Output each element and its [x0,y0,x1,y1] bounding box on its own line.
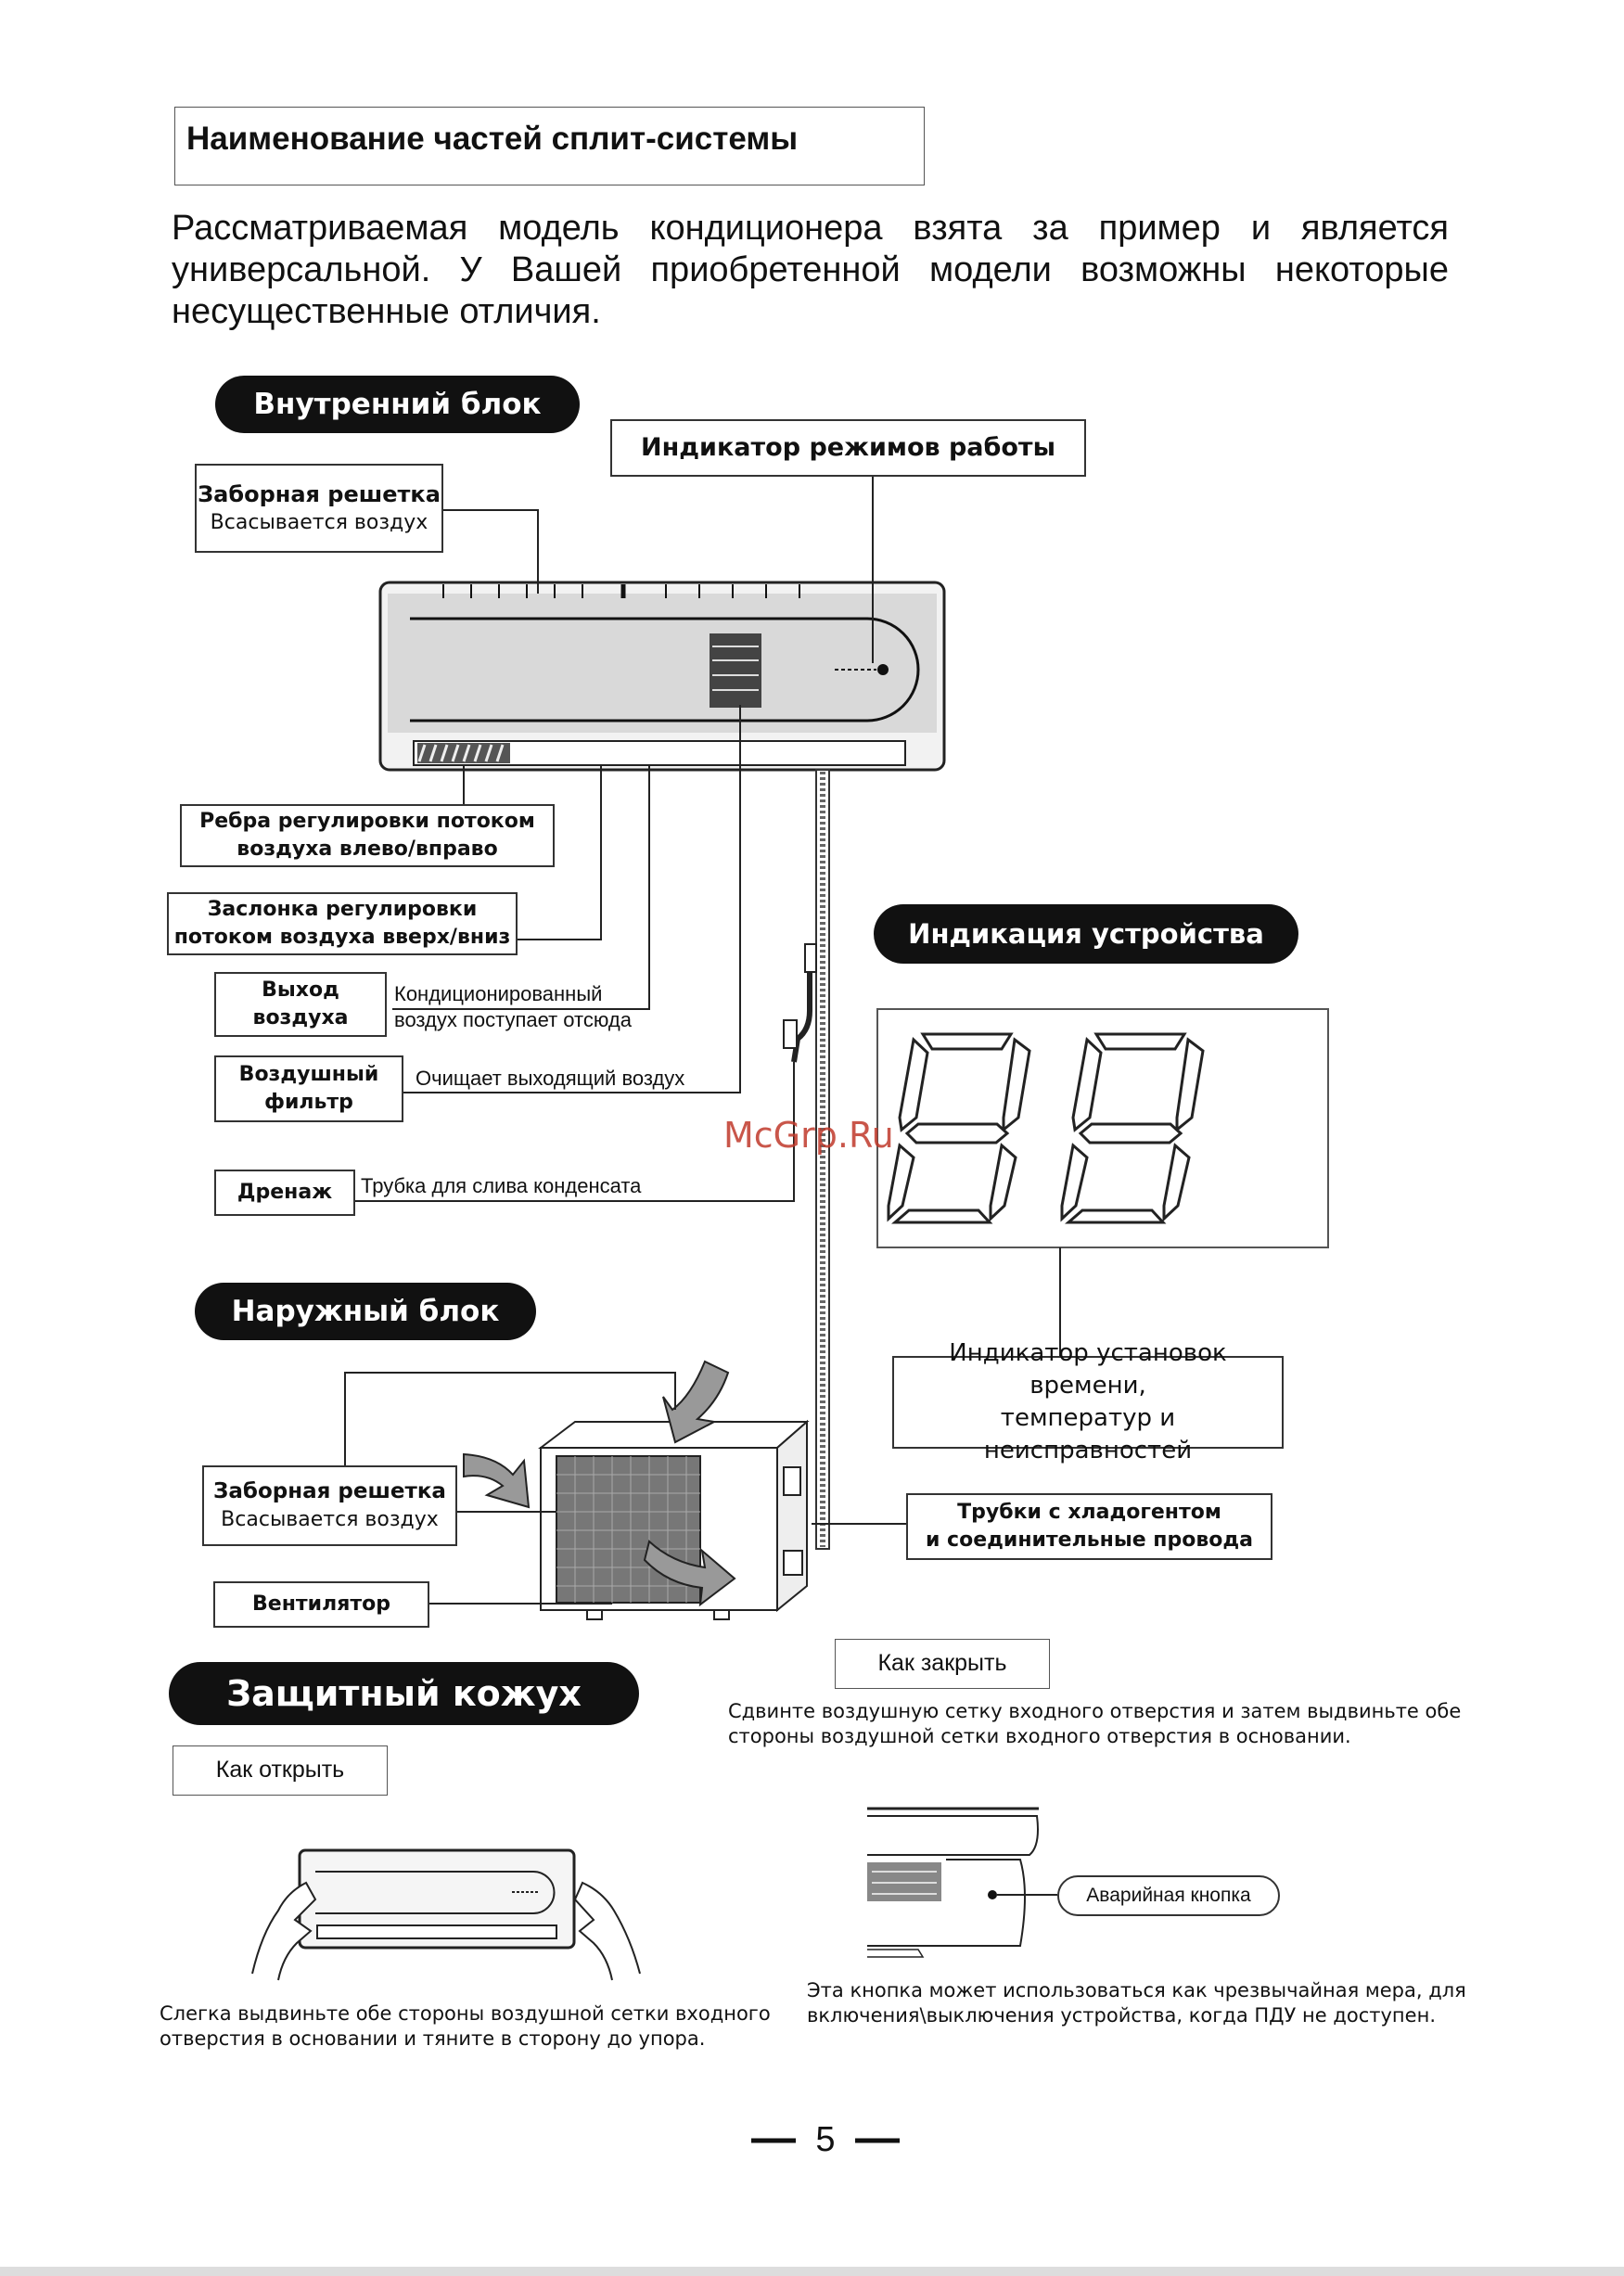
louvers-label: Ребра регулировки потоком воздуха влево/… [180,804,555,867]
outdoor-intake-grille-label: Заборная решетка Всасывается воздух [202,1465,457,1546]
emergency-instructions: Эта кнопка может использоваться как чрез… [807,1978,1466,2028]
bottom-rule [0,2267,1624,2276]
open-cover-drawing [251,1848,641,1981]
indoor-unit-drawing [378,581,946,772]
flap-label: Заслонка регулировки потоком воздуха вве… [167,892,518,955]
open-instructions: Слегка выдвиньте обе стороны воздушной с… [160,2001,771,2052]
emergency-instructions-line2: включения\выключения устройства, когда П… [807,2004,1436,2027]
emergency-button-drawing [867,1807,1057,1958]
indoor-section-title: Внутренний блок [215,376,580,433]
air-outlet-desc-line1: Кондиционированный [394,982,603,1005]
drain-label: Дренаж [214,1170,355,1216]
page-title: Наименование частей сплит-системы [186,121,799,157]
outdoor-unit-drawing [463,1360,810,1620]
air-outlet-desc: Кондиционированный воздух поступает отсю… [394,981,632,1033]
page-number: 5 [815,2120,836,2159]
segment-display-drawing [876,1008,1329,1356]
open-instructions-line2: отверстия в основании и тяните в сторону… [160,2027,706,2050]
pipes-wires-label: Трубки с хладогентом и соединительные пр… [906,1493,1272,1560]
emergency-instructions-line1: Эта кнопка может использоваться как чрез… [807,1979,1466,2001]
refrigerant-pipe-drawing [783,769,830,1550]
fan-text: Вентилятор [252,1592,390,1617]
mode-indicator-label: Индикатор режимов работы [610,419,1086,477]
how-to-close-label: Как закрыть [835,1639,1050,1689]
page-title-box [174,107,925,185]
drain-desc: Трубка для слива конденсата [361,1174,642,1197]
louvers-line2: воздуха влево/вправо [237,838,498,861]
cover-section-title: Защитный кожух [169,1662,639,1725]
louvers-line1: Ребра регулировки потоком [199,810,535,834]
air-filter-desc: Очищает выходящий воздух [416,1067,685,1090]
open-instructions-line1: Слегка выдвиньте обе стороны воздушной с… [160,2002,771,2025]
close-instructions-line1: Сдвинте воздушную сетку входного отверст… [728,1700,1462,1722]
outdoor-intake-grille-desc: Всасывается воздух [221,1508,439,1532]
intro-paragraph: Рассматриваемая модель кондиционера взят… [172,209,1449,331]
pipes-line2: и соединительные провода [925,1528,1254,1552]
how-to-open-label: Как открыть [173,1745,388,1796]
outdoor-section-title: Наружный блок [195,1283,536,1340]
emergency-button-label: Аварийная кнопка [1057,1875,1280,1916]
close-instructions-line2: стороны воздушной сетки входного отверст… [728,1725,1351,1747]
how-to-close-text: Как закрыть [877,1650,1007,1677]
indoor-intake-grille-desc: Всасывается воздух [210,511,428,535]
air-filter-line2: фильтр [264,1091,353,1114]
air-filter-label: Воздушный фильтр [214,1055,403,1122]
indicator-line2: температур и неисправностей [983,1404,1193,1465]
flap-line1: Заслонка регулировки [207,898,478,922]
air-outlet-label: Выход воздуха [214,972,387,1037]
air-outlet-line2: воздуха [252,1006,349,1029]
how-to-open-text: Как открыть [215,1757,345,1784]
fan-label: Вентилятор [213,1581,429,1628]
pipes-line1: Трубки с хладогентом [957,1501,1221,1525]
air-outlet-desc-line2: воздух поступает отсюда [394,1008,632,1031]
indoor-intake-grille-label: Заборная решетка Всасывается воздух [195,464,443,553]
outdoor-intake-grille-title: Заборная решетка [213,1479,446,1504]
mode-indicator-text: Индикатор режимов работы [641,432,1055,462]
emergency-button-text: Аварийная кнопка [1086,1884,1251,1906]
air-outlet-line1: Выход [262,978,339,1003]
air-filter-line1: Воздушный [238,1063,379,1087]
indicator-line1: Индикатор установок времени, [949,1338,1227,1400]
indoor-intake-grille-title: Заборная решетка [198,480,441,507]
time-temp-error-indicator-label: Индикатор установок времени, температур … [892,1339,1284,1464]
close-instructions: Сдвинте воздушную сетку входного отверст… [728,1699,1461,1749]
display-section-title: Индикация устройства [874,904,1298,964]
drain-title: Дренаж [237,1181,333,1205]
flap-line2: потоком воздуха вверх/вниз [173,926,511,949]
watermark: McGrp.Ru [723,1115,894,1156]
